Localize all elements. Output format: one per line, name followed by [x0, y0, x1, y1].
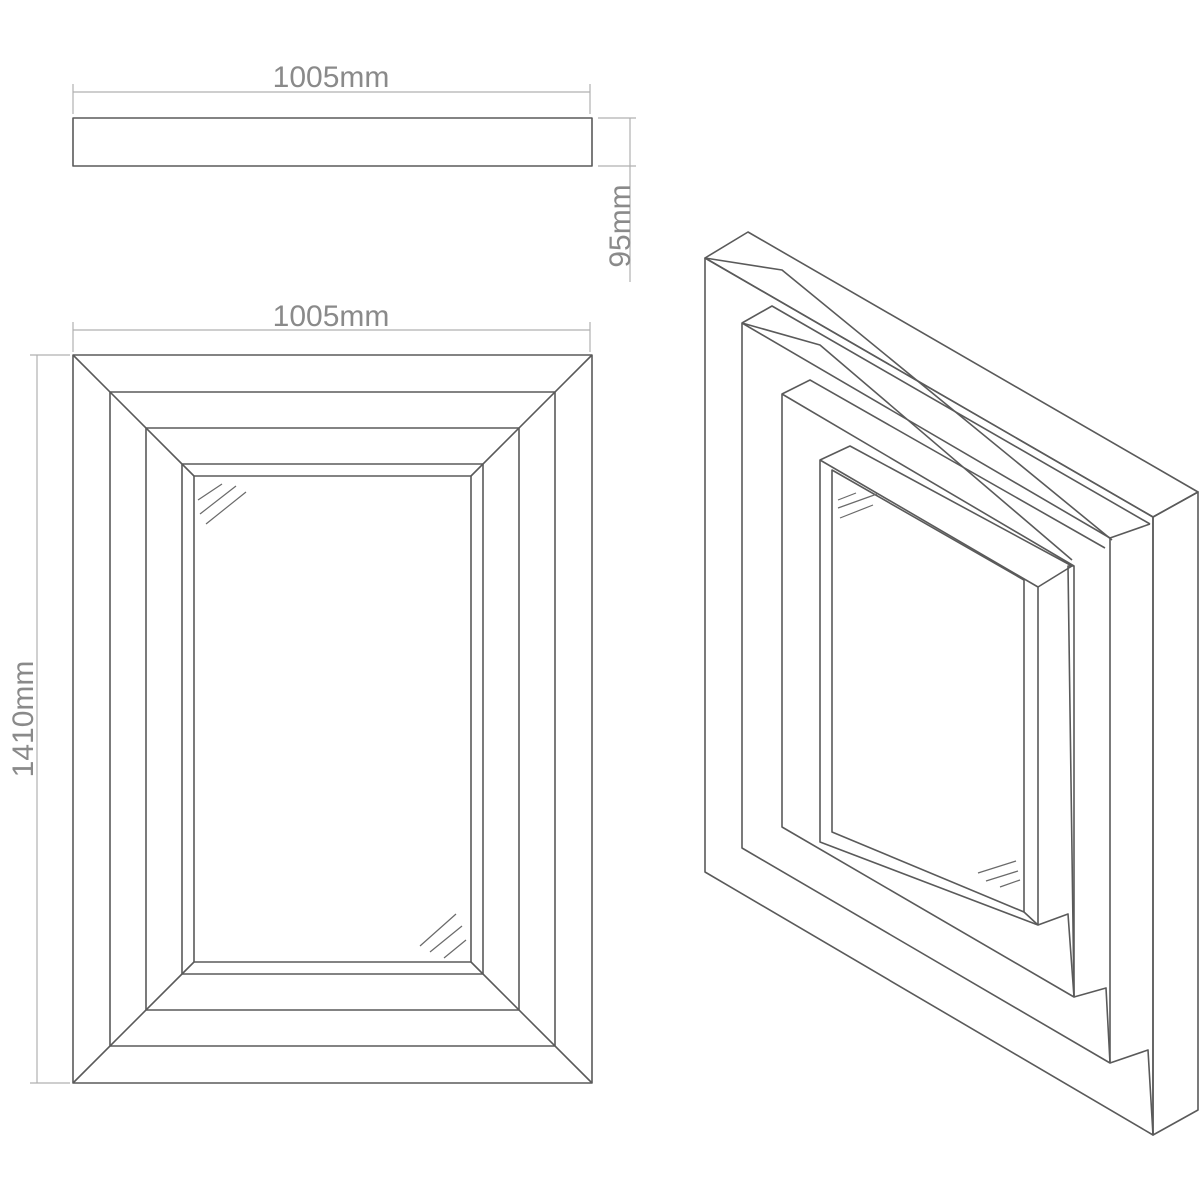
iso-step-2	[781, 393, 1075, 998]
front-width-label: 1005mm	[273, 300, 390, 333]
front-view: 1005mm 1410mm	[7, 300, 593, 1084]
frame-step-1	[109, 391, 556, 1047]
glass-reflection-icon	[197, 483, 467, 959]
frame-step-3	[181, 463, 484, 975]
iso-step-1	[741, 322, 1111, 1064]
top-view-outline	[72, 117, 593, 167]
frame-step-2	[145, 427, 520, 1011]
miter-lines	[72, 354, 593, 1084]
iso-glass-reflection-icon	[837, 492, 1021, 888]
height-label: 1410mm	[7, 661, 40, 778]
depth-label: 95mm	[604, 184, 637, 267]
isometric-view	[704, 231, 1199, 1136]
top-width-label: 1005mm	[273, 61, 390, 94]
mirror-glass	[193, 475, 472, 963]
outer-frame	[72, 354, 593, 1084]
top-view: 1005mm 95mm	[72, 61, 637, 282]
iso-glass	[831, 469, 1025, 913]
